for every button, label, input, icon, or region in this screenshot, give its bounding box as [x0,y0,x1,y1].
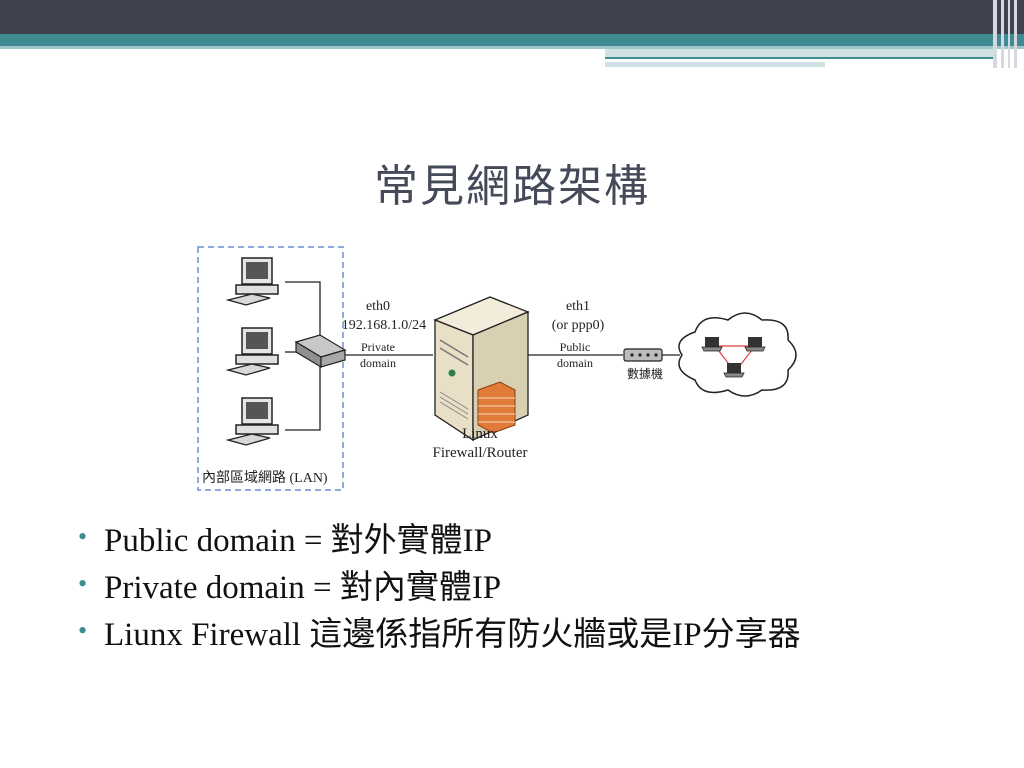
public-label-line1: Public [560,340,591,354]
lan-pc-2-icon [227,327,279,376]
bullet-item: • Private domain = 對內實體IP [78,567,958,610]
private-label-line1: Private [361,340,395,354]
eth1-alt-label: (or ppp0) [552,318,605,333]
bullet-text: Liunx Firewall 這邊係指所有防火牆或是IP分享器 [104,616,801,653]
slide-title: 常見網路架構 [374,161,650,212]
bullet-dot-icon: • [78,522,88,551]
bullet-dot-icon: • [78,615,88,645]
eth1-label: eth1 [566,299,590,314]
server-label-line1: Linux [462,426,498,442]
modem-icon [623,348,663,362]
bullet-text: Private domain = 對內實體IP [104,569,502,606]
eth0-ip-label: 192.168.1.0/24 [342,318,426,333]
lan-pc-1-icon [227,257,279,306]
bullet-dot-icon: • [78,568,88,598]
server-label-line2: Firewall/Router [433,445,528,461]
network-diagram: 內部區域網路 (LAN) eth0 192.168.1.0/24 Private… [197,246,797,491]
modem-label: 數據機 [627,366,663,381]
switch-icon [294,334,347,369]
private-label-line2: domain [360,356,396,370]
lan-boundary [197,246,344,491]
lan-label: 內部區域網路 (LAN) [202,470,328,486]
bullet-list: • Public domain = 對外實體IP • Private domain … [78,520,958,661]
eth0-label: eth0 [366,299,390,314]
bullet-item: • Public domain = 對外實體IP [78,520,958,563]
internet-cloud-icon [678,312,797,397]
bullet-text: Public domain = 對外實體IP [104,523,493,559]
public-label-line2: domain [557,356,593,370]
lan-pc-3-icon [227,397,279,446]
bullet-item: • Liunx Firewall 這邊係指所有防火牆或是IP分享器 [78,614,958,657]
header-bar [0,0,1024,68]
firewall-icon [477,381,516,434]
